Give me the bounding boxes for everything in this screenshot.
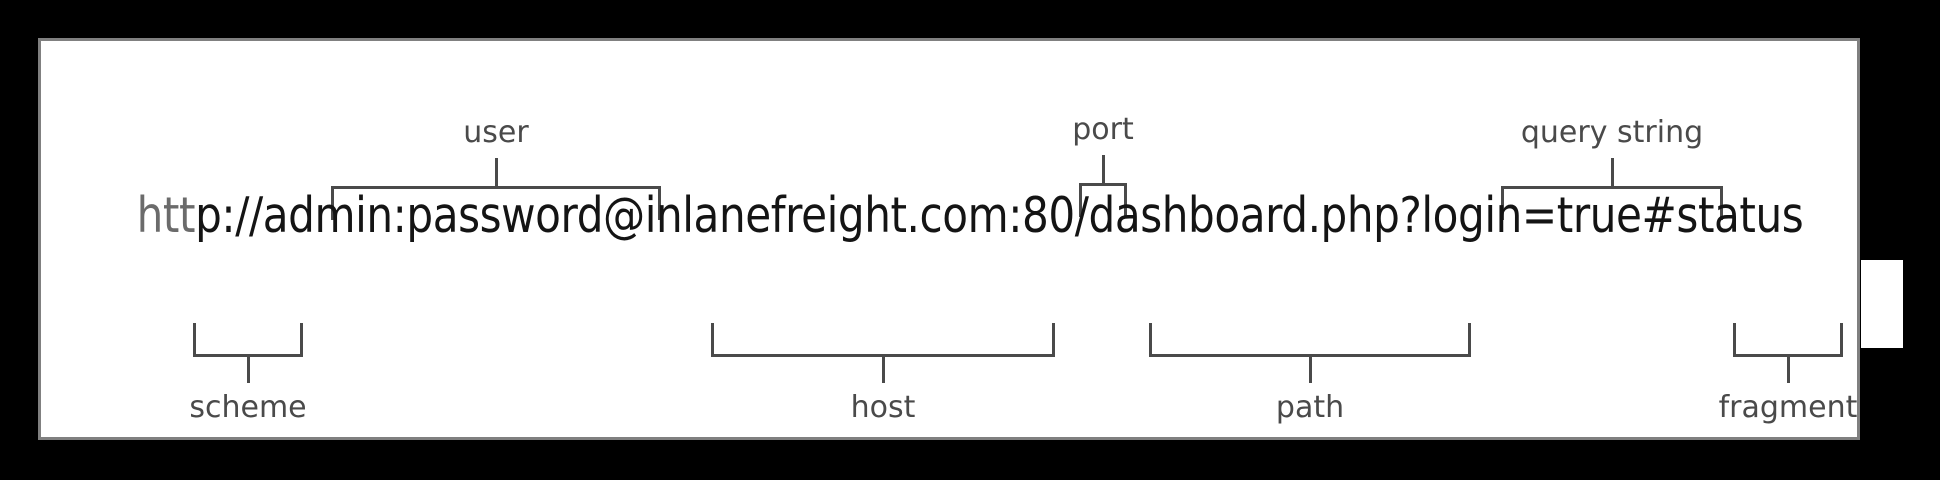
annotation-label-path: path [1275,390,1345,425]
bracket-stem-user [494,158,498,186]
bracket-arm-right-host [1052,323,1055,357]
annotation-label-user: user [463,115,529,150]
bracket-arm-right-user [658,186,661,220]
bracket-arm-right-scheme [300,323,303,357]
bracket-bar-query-string [1501,186,1723,189]
bracket-arm-left-user [331,186,334,220]
annotation-label-query-string: query string [1520,115,1704,150]
bracket-arm-left-scheme [193,323,196,357]
bracket-stem-path [1308,357,1312,383]
annotation-label-port: port [1072,112,1134,147]
diagram-panel: user port query string scheme [38,38,1860,440]
url-remainder-text: p://admin:password@inlanefreight.com:80/… [195,187,1804,244]
url-string: http://admin:password@inlanefreight.com:… [136,190,1804,242]
bracket-stem-query-string [1610,158,1614,186]
bracket-bar-fragment [1733,354,1843,357]
bracket-arm-left-host [711,323,714,357]
bracket-bar-port [1079,183,1127,186]
bracket-bar-path [1149,354,1471,357]
bracket-stem-scheme [246,357,250,383]
bracket-arm-left-path [1149,323,1152,357]
url-scheme-text: htt [136,187,196,244]
bracket-arm-right-port [1124,183,1127,217]
bracket-arm-right-path [1468,323,1471,357]
bracket-arm-left-port [1079,183,1082,217]
annotation-label-fragment: fragment [1718,390,1858,425]
bracket-bar-scheme [193,354,303,357]
bracket-stem-port [1101,155,1105,183]
bracket-stem-fragment [1786,357,1790,383]
annotation-label-host: host [850,390,916,425]
bracket-arm-right-query-string [1720,186,1723,220]
bracket-arm-right-fragment [1840,323,1843,357]
right-edge-tab [1861,260,1903,348]
bracket-arm-left-fragment [1733,323,1736,357]
annotation-label-scheme: scheme [189,390,307,425]
bracket-stem-host [881,357,885,383]
bracket-arm-left-query-string [1501,186,1504,220]
bracket-bar-user [331,186,661,189]
bracket-bar-host [711,354,1055,357]
